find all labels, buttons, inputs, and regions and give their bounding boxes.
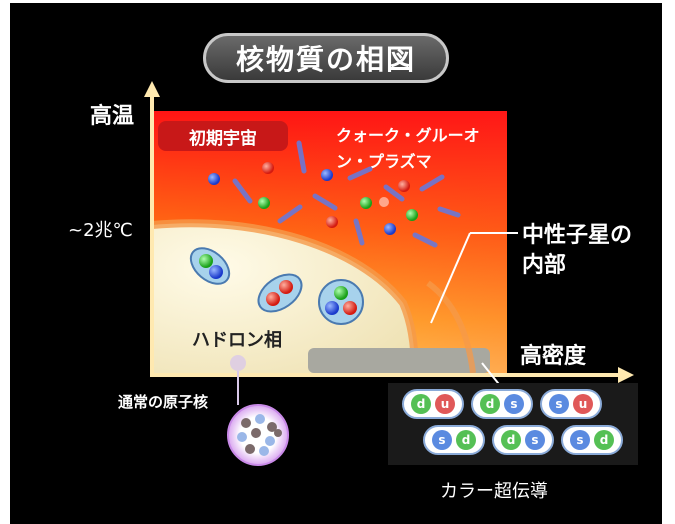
color-superconductivity-label: カラー超伝導 bbox=[440, 481, 548, 502]
normal-nucleus-label: 通常の原子核 bbox=[118, 393, 209, 411]
qgp-label-line2: ン・プラズマ bbox=[336, 152, 432, 171]
quark-d: d bbox=[501, 430, 521, 450]
normal-nucleus-image bbox=[227, 404, 289, 466]
phase-boundary bbox=[151, 219, 419, 374]
quark-d: d bbox=[411, 394, 431, 414]
neutron-star-label-line2: 内部 bbox=[522, 253, 567, 278]
quark-d: d bbox=[480, 394, 500, 414]
quark-s: s bbox=[525, 430, 545, 450]
quark-u: u bbox=[435, 394, 455, 414]
qgp-label: クォーク・グルーオン・プラズマ bbox=[336, 123, 480, 175]
page-title: 核物質の相図 bbox=[203, 33, 449, 83]
neutron-star-label-line1: 中性子星の bbox=[522, 223, 633, 248]
gluon-springs bbox=[232, 140, 461, 248]
quark-u: u bbox=[573, 394, 593, 414]
qgp-label-line1: クォーク・グルーオ bbox=[336, 126, 480, 145]
color-sc-region bbox=[308, 348, 490, 373]
neutron-star-pointer bbox=[430, 232, 471, 324]
early-universe-label: 初期宇宙 bbox=[158, 121, 288, 151]
quark-d: d bbox=[594, 430, 614, 450]
quark-d: d bbox=[456, 430, 476, 450]
y-axis-label: 高温 bbox=[90, 104, 135, 129]
quark-s: s bbox=[570, 430, 590, 450]
hadron-phase-label: ハドロン相 bbox=[192, 330, 282, 351]
neutron-star-label: 中性子星の内部 bbox=[522, 221, 632, 281]
temperature-tick: ~2兆℃ bbox=[68, 220, 133, 241]
quark-s: s bbox=[504, 394, 524, 414]
slide: 核物質の相図 bbox=[10, 3, 662, 524]
x-axis-label: 高密度 bbox=[520, 344, 587, 369]
hadron-particles bbox=[189, 247, 364, 325]
quark-s: s bbox=[549, 394, 569, 414]
quark-s: s bbox=[432, 430, 452, 450]
free-quarks bbox=[208, 162, 418, 235]
